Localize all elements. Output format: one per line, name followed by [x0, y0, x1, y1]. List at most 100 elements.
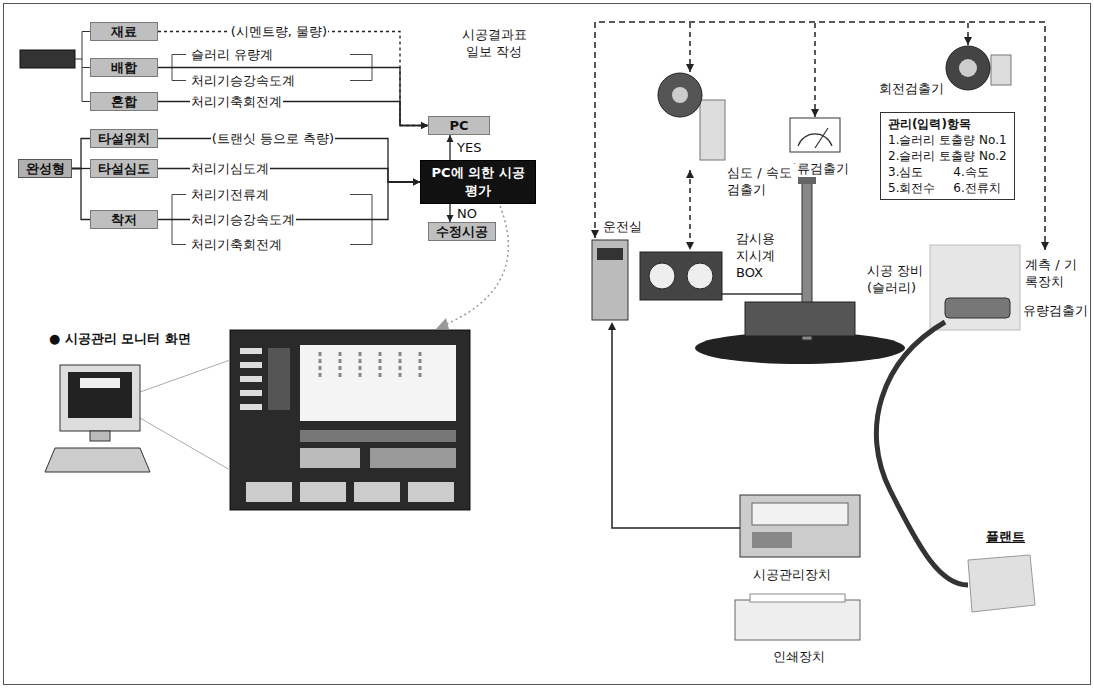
screen-panel: [300, 345, 456, 421]
signal-line: [595, 22, 1045, 250]
arrowhead: [964, 37, 972, 45]
edge-label: (트랜싯 등으로 측량): [211, 130, 335, 147]
screen-button: [240, 404, 262, 410]
arrowhead: [413, 179, 420, 186]
unit-panel: [752, 532, 792, 548]
part-label: 유량검출기: [1022, 302, 1089, 319]
control-cabinet: [592, 240, 628, 320]
arrowhead: [1041, 242, 1049, 250]
screen-button: [240, 390, 262, 396]
instrument-label: 처리기축회전계: [190, 236, 283, 253]
screen-button: [240, 362, 262, 368]
instrument-label: 처리기승강속도계: [190, 72, 296, 89]
indicator-box: [640, 252, 722, 300]
instrument-label: 처리기승강속도계: [190, 211, 296, 228]
list-item: 1.슬러리 토출량 No.1: [888, 132, 1007, 148]
instrument-label: 처리기전류계: [190, 186, 270, 203]
process-box: 수정시공: [428, 222, 496, 241]
category-box: 착저: [90, 210, 158, 229]
detector-body: [991, 55, 1011, 85]
connector: [158, 32, 428, 130]
bracket: [75, 32, 90, 102]
rotation-detector: [946, 46, 990, 90]
edge-label: NO: [456, 205, 478, 222]
process-box: PC: [428, 116, 490, 135]
printer: [735, 600, 860, 640]
screen-bar: [300, 430, 456, 442]
connector: [72, 139, 90, 169]
connector-line: [72, 139, 90, 169]
shaft-cap: [798, 176, 816, 184]
computer-monitor: [60, 365, 140, 431]
arrowhead: [447, 215, 454, 222]
screen-block: [370, 448, 456, 468]
zoom-line: [140, 360, 230, 470]
plant: [968, 555, 1035, 612]
category-box: 배합: [90, 58, 158, 77]
item-list-box: 관리(입력)항목1.슬러리 토출량 No.12.슬러리 토출량 No.23.심도…: [880, 112, 1015, 200]
box-text: 수정시공: [435, 223, 489, 240]
box-text: 배합: [97, 59, 151, 76]
arrowhead: [686, 242, 694, 250]
signal-line: [612, 324, 740, 528]
connector: [72, 169, 90, 220]
arrowhead: [686, 170, 694, 178]
category-box: 재료: [90, 22, 158, 41]
category-box: 혼합: [90, 92, 158, 111]
management-unit: [740, 495, 860, 557]
computer-keyboard: [45, 448, 150, 472]
part-label: 플랜트: [985, 528, 1026, 545]
instrument-label: 처리기축회전계: [190, 93, 283, 110]
list-item: 4.속도: [953, 164, 1006, 180]
screen-button: [240, 376, 262, 382]
indicator-dial: [649, 263, 675, 289]
screen-block: [300, 448, 360, 468]
category-box: 타설위치: [90, 129, 158, 148]
ground: [695, 332, 905, 364]
group-box: 완성형: [18, 159, 72, 178]
connector: [447, 204, 454, 222]
caption-label: ● 시공관리 모니터 화면: [48, 330, 192, 347]
part-label: 시공 장비 (슬러리): [866, 262, 926, 296]
part-label: 시공관리장치: [752, 566, 832, 583]
arrowhead: [413, 179, 420, 186]
computer-screen-detail: [80, 378, 120, 388]
box-text: 재료: [97, 23, 151, 40]
list-item: 3.심도: [888, 164, 941, 180]
arrowhead: [686, 64, 694, 72]
part-label: 운전실: [602, 218, 643, 235]
part-label: 감시용 지시계 BOX: [735, 230, 791, 281]
meter-needle: [798, 128, 832, 148]
screen-key: [246, 482, 292, 502]
connector-line: [72, 169, 90, 220]
arrowhead: [421, 122, 428, 129]
box-text: PC: [435, 117, 483, 134]
box-text: PC에 의한 시공평가: [429, 164, 527, 200]
edge-label: (시멘트량, 물량): [230, 23, 328, 40]
arrowhead: [436, 318, 449, 329]
arrowhead: [413, 179, 420, 186]
recorder-cart: [930, 245, 1020, 330]
current-meter: [790, 118, 840, 152]
box-heading: 관리(입력)항목: [888, 116, 1007, 132]
machine-base: [745, 302, 855, 336]
arrowhead: [447, 135, 454, 142]
printer-paper: [750, 594, 845, 602]
indicator-dial: [687, 263, 713, 289]
screen-key: [408, 482, 454, 502]
note: 시공결과표 일보 작성: [452, 26, 536, 60]
box-text: 타설심도: [97, 160, 151, 177]
screen-key: [354, 482, 400, 502]
box-text: 착저: [97, 211, 151, 228]
category-box: 타설심도: [90, 159, 158, 178]
list-item: 2.슬러리 토출량 No.2: [888, 148, 1007, 164]
connector: [158, 68, 428, 130]
cabinet-panel: [597, 248, 623, 260]
monitor-screen: [230, 330, 470, 510]
part-label: 인쇄장치: [772, 648, 826, 665]
connector-line: [158, 68, 428, 126]
detector-body: [700, 100, 725, 160]
decision-box: PC에 의한 시공평가: [420, 160, 536, 204]
instrument-label: 슬러리 유량계: [190, 46, 274, 63]
arrowhead: [608, 322, 616, 330]
